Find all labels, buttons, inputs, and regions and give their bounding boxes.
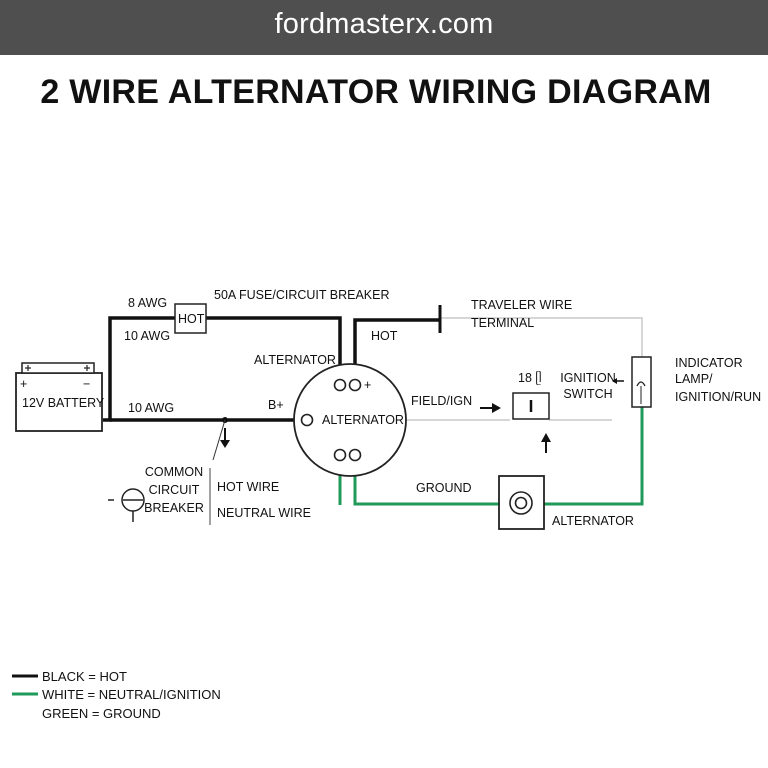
wire-gauge-10awg-main: 10 AWG [128, 401, 175, 415]
hot-wire-label: HOT WIRE [217, 480, 280, 494]
terminal-b-plus [300, 413, 314, 427]
legend-white: WHITE = NEUTRAL/IGNITION [42, 687, 221, 702]
ground-label: GROUND [416, 481, 472, 495]
b-plus-label: B+ [268, 398, 284, 412]
diagram-title: 2 WIRE ALTERNATOR WIRING DIAGRAM [40, 73, 712, 111]
alternator-ground-box [498, 475, 545, 530]
site-banner [0, 0, 768, 55]
site-name[interactable]: fordmasterx.com [274, 8, 494, 40]
common-breaker-line2: CIRCUIT [148, 483, 200, 497]
wire-gauge-10awg-top: 10 AWG [124, 329, 171, 343]
indicator-line1: INDICATOR [675, 356, 743, 370]
up-arrow [541, 433, 551, 453]
fuse-to-alternator-wire [206, 316, 342, 383]
hot-to-terminal-wire [353, 318, 440, 383]
ignition-switch-line2: SWITCH [563, 387, 613, 401]
alternator [293, 363, 407, 477]
plus-terminal-label: + [364, 378, 372, 392]
terminal-top-left [333, 378, 347, 392]
terminal-bottom-left [333, 448, 347, 462]
indicator-arrow [612, 378, 624, 384]
traveler-wire [440, 317, 643, 358]
battery [15, 362, 103, 432]
alternator-ground-label: ALTERNATOR [552, 514, 634, 528]
hot-label: HOT [371, 329, 398, 343]
traveler-label-line2: TERMINAL [471, 316, 535, 330]
wire-gauge-8awg: 8 AWG [128, 296, 168, 310]
battery-minus-label: − [83, 377, 91, 391]
field-arrow [480, 403, 501, 413]
terminal-top-right [348, 378, 362, 392]
terminal-bottom-right [348, 448, 362, 462]
battery-plus-label: + [20, 377, 28, 391]
indicator-line3: IGNITION/RUN [675, 390, 762, 404]
alternator-body [293, 363, 407, 477]
indicator-line2: LAMP/ [675, 372, 713, 386]
legend-green: GREEN = GROUND [42, 706, 161, 721]
battery-cap [21, 362, 95, 374]
field-ign-label: FIELD/IGN [411, 394, 473, 408]
common-breaker-symbol [108, 488, 145, 522]
traveler-label-line1: TRAVELER WIRE [471, 298, 573, 312]
alternator-center-label: ALTERNATOR [322, 413, 404, 427]
fuse-box [174, 303, 207, 334]
fuse-caption: 50A FUSE/CIRCUIT BREAKER [214, 288, 390, 302]
legend-black: BLACK = HOT [42, 669, 127, 684]
battery-to-fuse-wire [103, 316, 175, 422]
alternator-top-label: ALTERNATOR [254, 353, 336, 367]
battery-label: 12V BATTERY [22, 396, 105, 410]
indicator-lamp [631, 356, 652, 408]
common-breaker-line1: COMMON [144, 465, 204, 479]
down-arrow [220, 428, 230, 448]
hot-wires [103, 316, 440, 422]
neutral-wire-label: NEUTRAL WIRE [217, 506, 311, 520]
fuse-box-label: HOT [178, 312, 205, 326]
ignition-switch-line1: IGNITION [560, 371, 616, 385]
common-breaker-line3: BREAKER [144, 501, 204, 515]
junction-drop [212, 419, 226, 461]
switch-rating-label: 18 ᥫ [518, 371, 542, 385]
